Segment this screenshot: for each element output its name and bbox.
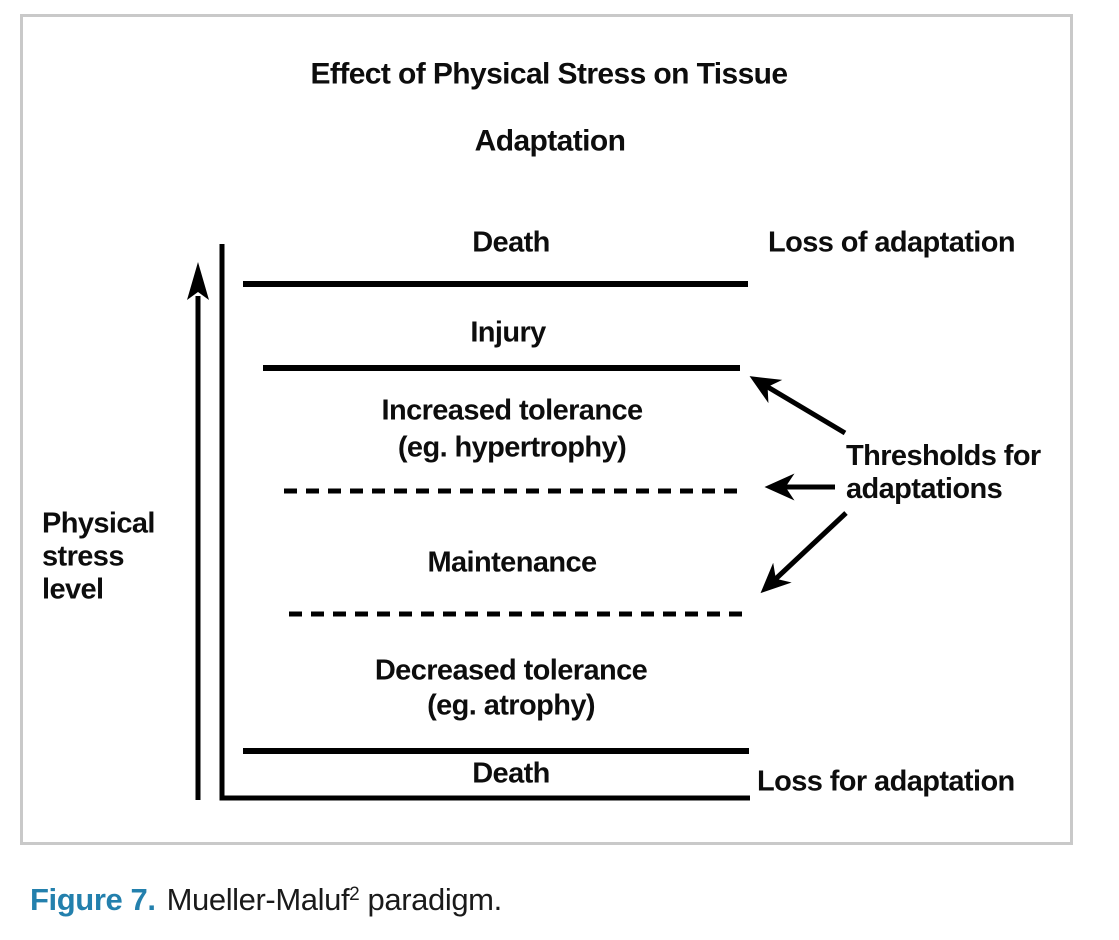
figure-caption: Figure 7. Mueller-Maluf2 paradigm. — [30, 881, 502, 919]
label-loss-of-adaptation: Loss of adaptation — [768, 226, 1016, 259]
label-increased-tolerance-example: (eg. hypertrophy) — [397, 431, 627, 464]
y-axis-line — [219, 244, 750, 801]
label-death-bottom: Death — [472, 757, 550, 790]
threshold-arrow-lower — [760, 511, 848, 594]
label-decreased-tolerance-example: (eg. atrophy) — [427, 689, 595, 722]
label-increased-tolerance: Increased tolerance — [381, 394, 643, 427]
y-axis-label-line3: level — [42, 573, 104, 606]
label-maintenance: Maintenance — [427, 546, 597, 579]
y-axis-arrowhead-icon — [187, 262, 209, 300]
label-thresholds-line1: Thresholds for — [846, 440, 1041, 472]
caption-reference-superscript: 2 — [349, 884, 360, 905]
caption-text: Mueller-Maluf — [166, 882, 350, 917]
label-physical-stress-level: Physical stress level — [42, 508, 155, 607]
label-thresholds-for-adaptations: Thresholds for adaptations — [846, 440, 1041, 506]
figure-title-line2: Adaptation — [474, 124, 626, 158]
threshold-arrow-upper — [749, 376, 847, 436]
y-axis-label-line2: stress — [42, 540, 124, 573]
label-death-top: Death — [472, 226, 550, 259]
label-decreased-tolerance: Decreased tolerance — [374, 654, 648, 687]
caption-text-suffix: paradigm. — [359, 882, 503, 917]
label-thresholds-line2: adaptations — [846, 473, 1003, 505]
label-loss-for-adaptation: Loss for adaptation — [757, 765, 1015, 798]
figure-title-line1: Effect of Physical Stress on Tissue — [310, 57, 789, 91]
y-axis-label-line1: Physical — [42, 507, 155, 540]
caption-figure-number: Figure 7. — [30, 882, 156, 917]
label-injury: Injury — [470, 316, 546, 349]
